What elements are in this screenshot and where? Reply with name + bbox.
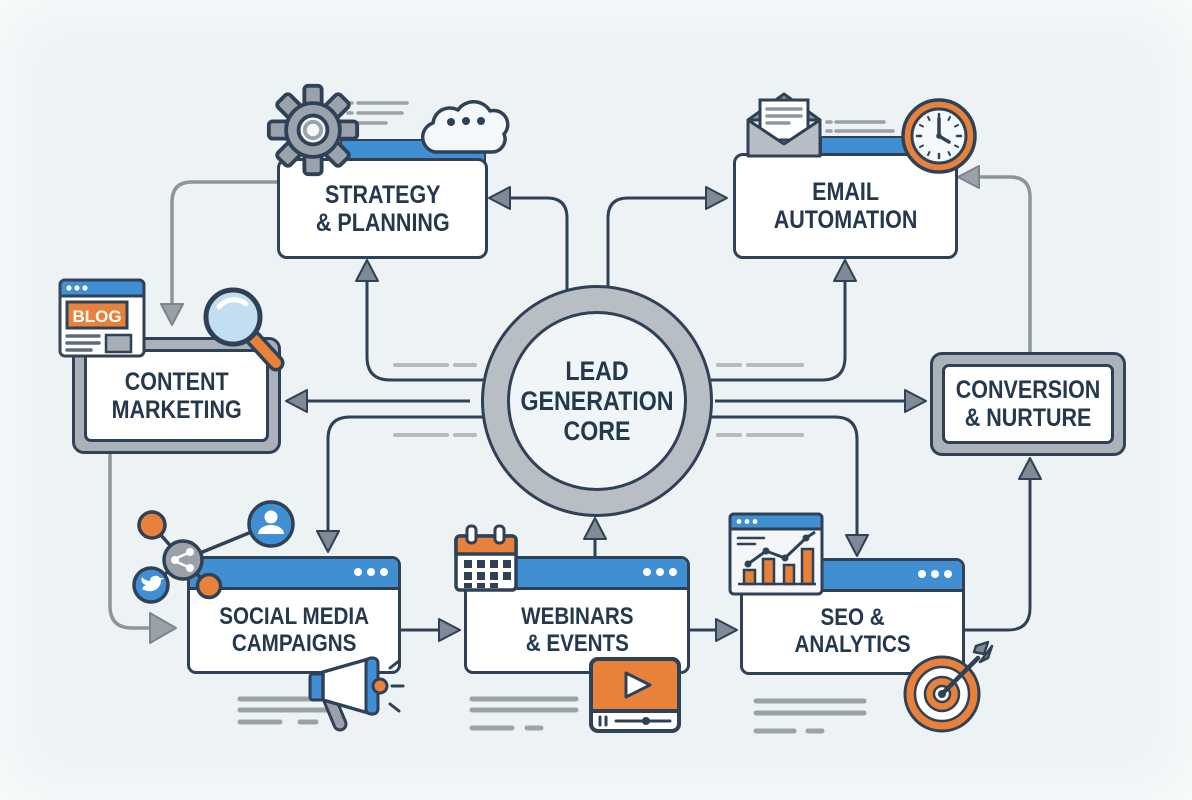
- analytics-chart-icon: [728, 512, 824, 596]
- browser-header: [190, 559, 398, 590]
- arrow-core-to-social: [326, 415, 488, 532]
- blog-label: BLOG: [72, 307, 121, 326]
- node-label: EMAIL: [812, 178, 879, 206]
- core-label: CORE: [563, 416, 631, 447]
- node-label: WEBINARS: [520, 602, 634, 630]
- arrow-core-to-seo: [706, 415, 859, 536]
- arrow-core-to-strategy: [508, 196, 569, 292]
- checklist-lines-icon: [825, 120, 895, 133]
- share-network-icon: [132, 500, 295, 604]
- window-dots-icon: [643, 568, 677, 576]
- calendar-icon: [454, 524, 518, 592]
- core-label: GENERATION: [520, 385, 674, 416]
- node-label: SOCIAL MEDIA: [219, 602, 369, 630]
- target-dart-icon: [903, 640, 994, 733]
- node-label: & NURTURE: [964, 404, 1092, 432]
- orange-node: [137, 510, 167, 540]
- node-label: SEO &: [820, 604, 885, 632]
- node-content-marketing: CONTENT MARKETING: [72, 337, 281, 454]
- node-lead-generation-core: LEAD GENERATION CORE: [481, 285, 713, 517]
- window-dots-icon: [918, 570, 952, 578]
- arrow-strategy-to-content: [170, 180, 277, 305]
- node-label: CONVERSION: [955, 376, 1101, 404]
- blog-window-icon: BLOG: [58, 278, 146, 358]
- node-strategy-planning: STRATEGY & PLANNING: [277, 158, 488, 259]
- thought-cloud-icon: [420, 100, 510, 154]
- clock-icon: [901, 98, 977, 174]
- envelope-icon: [746, 92, 822, 158]
- orange-node: [195, 572, 223, 600]
- node-social-media-campaigns: SOCIAL MEDIA CAMPAIGNS: [187, 556, 401, 674]
- node-label: CONTENT: [124, 367, 229, 396]
- node-label: CAMPAIGNS: [231, 629, 357, 657]
- person-node-icon: [247, 500, 295, 548]
- node-label: ANALYTICS: [794, 631, 911, 658]
- node-label: & PLANNING: [315, 208, 450, 237]
- node-label: & EVENTS: [525, 629, 629, 657]
- node-conversion-nurture: CONVERSION & NURTURE: [930, 352, 1126, 456]
- window-dots-icon: [354, 568, 388, 576]
- arrow-up-to-strategy: [365, 281, 483, 382]
- arrow-up-to-email: [711, 281, 847, 382]
- decorative-dashes: [393, 363, 804, 437]
- megaphone-icon: [308, 656, 405, 732]
- magnifier-icon: [203, 287, 285, 372]
- node-label: STRATEGY: [324, 180, 441, 209]
- node-label: MARKETING: [111, 395, 242, 424]
- arrow-seo-to-conversion: [965, 478, 1032, 632]
- core-label: LEAD: [565, 355, 629, 386]
- gear-icon: [266, 83, 360, 177]
- video-player-icon: [589, 657, 681, 733]
- node-email-automation: EMAIL AUTOMATION: [733, 153, 958, 259]
- arrow-core-to-email: [606, 196, 708, 292]
- arrow-content-to-social: [108, 454, 152, 630]
- placeholder-text-lines: [237, 696, 867, 734]
- arrow-conversion-to-email: [978, 175, 1032, 352]
- node-label: AUTOMATION: [773, 206, 918, 234]
